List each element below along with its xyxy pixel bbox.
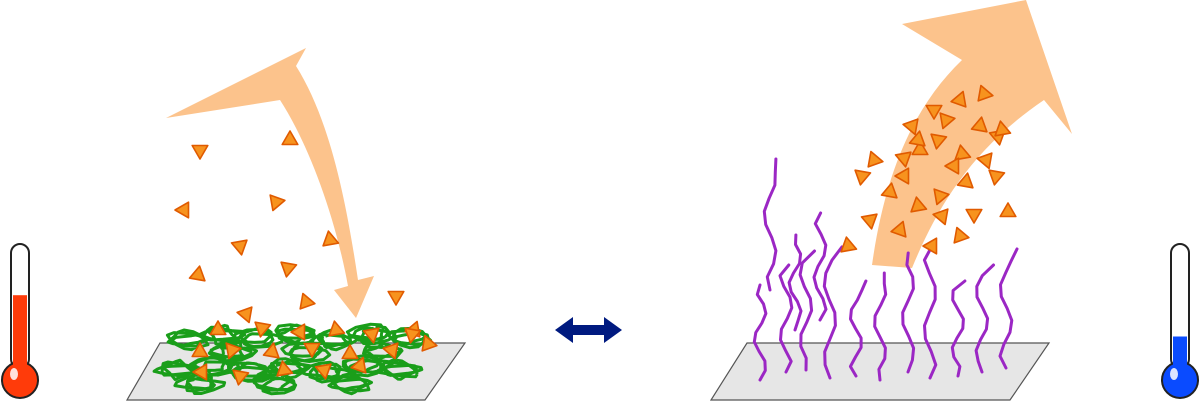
thermometer-highlight [1170,368,1178,380]
triangle-particle-icon [950,90,967,108]
collapsed-polymer-coil [274,323,317,346]
triangle-particle-icon [908,130,926,147]
triangle-particle-icon [840,236,858,253]
triangle-particle-icon [230,239,248,256]
collapsed-polymer-coil [327,372,373,396]
triangle-particle-icon [254,321,272,338]
collapsed-polymer-coil [387,326,433,350]
triangle-particle-icon [280,261,298,278]
extended-polymer-chain [901,251,916,374]
triangle-particle-icon [933,188,950,206]
extended-state-panel [709,0,1199,401]
extended-polymer-chain [974,263,995,374]
triangle-particle-icon [930,133,948,150]
triangle-particle-icon [922,237,938,255]
collapsed-polymer-coil [376,358,424,381]
triangle-particle-icon [303,342,321,358]
extended-polymer-chain [787,233,803,332]
triangle-particle-icon [894,167,910,185]
triangle-particle-icon [192,363,208,381]
extended-polymer-brushes [752,157,1019,382]
collapsed-polymer-coil [309,328,360,352]
thermometer-liquid [13,295,27,370]
extended-polymer-chain [812,211,828,322]
triangle-particle-icon [970,116,988,133]
triangle-particle-icon [387,290,405,306]
collapsed-polymer-coil [252,372,298,396]
triangle-particle-icon [867,150,884,168]
triangle-particle-icon [999,202,1017,218]
extended-polymer-chain [778,263,794,374]
thermometer-cold-icon [1161,243,1199,399]
triangle-particle-icon [290,323,306,341]
thermometer-hot-icon [1,243,39,399]
extended-polymer-chain [752,283,768,382]
extended-polymer-chain [922,245,938,380]
triangle-particle-icon [341,344,359,360]
collapsed-polymer-coil [298,360,353,384]
triangle-particle-icon [262,342,280,359]
triangle-particle-icon [299,292,316,310]
thermometer-highlight [10,368,18,380]
triangle-particle-icon [956,172,974,189]
triangle-particle-icon [209,320,227,336]
triangle-particle-icon [314,363,332,380]
triangle-particle-icon [902,118,919,136]
collapsed-state-panel [1,48,467,401]
triangle-particle-icon [188,265,206,282]
triangle-particle-icon [944,157,960,175]
triangle-particle-icon [276,360,294,377]
triangle-particle-icon [988,169,1006,186]
triangle-particle-icon [350,356,367,374]
triangle-particle-icon [939,112,956,130]
particles-right-group [840,84,1017,255]
triangle-particle-icon [322,230,340,247]
triangle-particle-icon [232,369,250,386]
collapsed-polymer-coil [165,328,210,352]
triangle-particle-icon [421,334,438,352]
triangle-particle-icon [925,104,943,120]
triangle-particle-icon [954,144,972,161]
triangle-particle-icon [977,84,994,102]
extended-polymer-chain [873,271,888,382]
triangle-particle-icon [880,182,898,199]
triangle-particle-icon [860,213,878,230]
triangle-particle-icon [894,151,912,168]
triangle-particle-icon [404,327,422,344]
outgoing-flow-arrow [872,0,1072,268]
triangle-particle-icon [382,342,399,360]
triangle-particle-icon [328,320,346,337]
particles-left-group [174,130,438,386]
double-headed-arrow-icon [555,317,622,343]
triangle-particle-icon [191,342,209,358]
collapsed-polymer-coil [173,372,227,395]
extended-polymer-chain [848,279,868,378]
triangle-particle-icon [281,130,299,146]
extended-polymer-chain [762,157,778,292]
triangle-particle-icon [910,196,928,213]
collapsed-polymer-coil [152,358,203,381]
extended-polymer-chain [950,279,967,378]
triangle-particle-icon [854,169,872,186]
incoming-flow-arrow [166,48,374,318]
extended-polymer-chain [822,245,844,380]
triangle-particle-icon [965,208,983,224]
extended-polymer-chain [798,249,816,372]
triangle-particle-icon [911,140,929,156]
triangle-particle-icon [236,306,253,324]
triangle-particle-icon [225,342,242,360]
extended-polymer-chain [998,247,1019,370]
triangle-particle-icon [890,220,907,238]
triangle-particle-icon [362,327,380,344]
triangle-particle-icon [269,194,286,212]
triangle-particle-icon [953,226,970,244]
triangle-particle-icon [932,208,949,226]
triangle-particle-icon [976,152,993,170]
triangle-particle-icon [191,144,209,160]
triangle-particle-icon [174,201,190,219]
triangle-particle-icon [994,120,1012,137]
collapsed-polymer-coil [341,354,386,378]
